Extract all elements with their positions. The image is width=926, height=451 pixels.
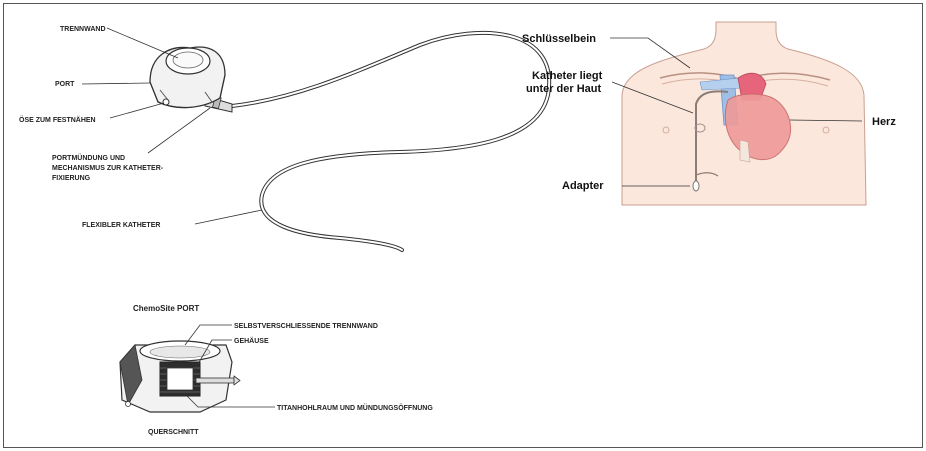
label-selbstverschliessende-trennwand: SELBSTVERSCHLIESSENDE TRENNWAND	[234, 323, 378, 330]
anatomy-illustration: Schlüsselbein Katheter liegt unter der H…	[522, 22, 896, 205]
anatomy-adapter	[693, 181, 699, 191]
label-gehaeuse: GEHÄUSE	[234, 337, 269, 345]
label-unter-der-haut: unter der Haut	[526, 83, 602, 95]
label-port: PORT	[55, 81, 75, 88]
outlet-stem	[196, 378, 234, 383]
cross-section-title: ChemoSite PORT	[133, 304, 199, 313]
label-muendung-1: PORTMÜNDUNG UND	[52, 153, 125, 162]
cross-section-caption: QUERSCHNITT	[148, 429, 199, 436]
label-oese: ÖSE ZUM FESTNÄHEN	[19, 115, 96, 124]
cross-section-illustration: ChemoSite PORT SELBSTVERSCHLIESSENDE TRE…	[120, 304, 433, 436]
port-illustration: TRENNWAND PORT ÖSE ZUM FESTNÄHEN PORTMÜN…	[19, 26, 549, 250]
suture-eyelet	[163, 99, 169, 105]
label-schluesselbein: Schlüsselbein	[522, 33, 596, 45]
label-katheter: FLEXIBLER KATHETER	[82, 222, 160, 229]
label-adapter: Adapter	[562, 180, 604, 192]
label-trennwand: TRENNWAND	[60, 26, 106, 33]
label-titanhohlraum: TITANHOHLRAUM UND MÜNDUNGSÖFFNUNG	[277, 403, 433, 412]
label-katheter-liegt: Katheter liegt	[532, 70, 603, 82]
label-muendung-3: FIXIERUNG	[52, 175, 91, 182]
flexible-catheter	[232, 33, 549, 250]
label-herz: Herz	[872, 116, 896, 128]
label-muendung-2: MECHANISMUS ZUR KATHETER-	[52, 165, 164, 172]
